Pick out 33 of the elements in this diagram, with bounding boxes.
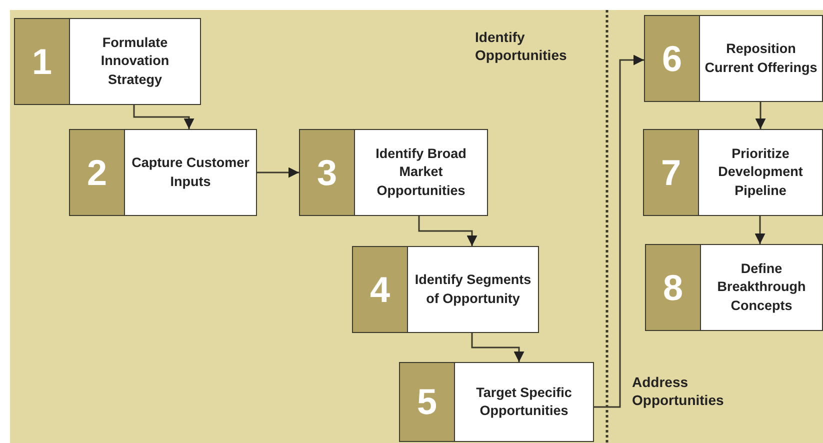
step-number: 6 — [645, 16, 700, 101]
step-box — [69, 129, 257, 216]
step-number: 2 — [70, 130, 125, 215]
arrow — [471, 333, 524, 362]
step-box — [299, 129, 488, 216]
arrow — [257, 167, 299, 178]
phase-label: Identify Opportunities — [475, 28, 568, 64]
arrow — [133, 105, 194, 129]
arrow — [754, 216, 766, 244]
step-label: Identify Broad Market Opportunities — [374, 145, 468, 200]
step-number: 7 — [644, 130, 699, 215]
step-box — [644, 15, 823, 102]
step-number: 8 — [646, 245, 701, 330]
arrow — [755, 102, 766, 129]
step-box — [643, 129, 823, 216]
step-box — [14, 18, 201, 105]
step-box — [352, 246, 539, 333]
step-label: Reposition Current Offerings — [704, 40, 818, 77]
arrow — [594, 54, 644, 408]
step-label: Identify Segments of Opportunity — [414, 271, 532, 308]
step-box — [399, 362, 594, 442]
step-box — [645, 244, 823, 331]
step-label: Target Specific Opportunities — [475, 384, 573, 420]
step-number: 4 — [353, 247, 408, 332]
phase-label: Address Opportunities — [632, 373, 725, 410]
step-label: Capture Customer Inputs — [130, 154, 250, 191]
arrow — [418, 216, 478, 246]
step-label: Prioritize Development Pipeline — [717, 145, 804, 200]
step-number: 1 — [15, 19, 70, 104]
step-number: 3 — [300, 130, 355, 215]
step-label: Define Breakthrough Concepts — [716, 260, 807, 315]
step-label: Formulate Innovation Strategy — [100, 34, 170, 89]
step-number: 5 — [400, 363, 455, 441]
